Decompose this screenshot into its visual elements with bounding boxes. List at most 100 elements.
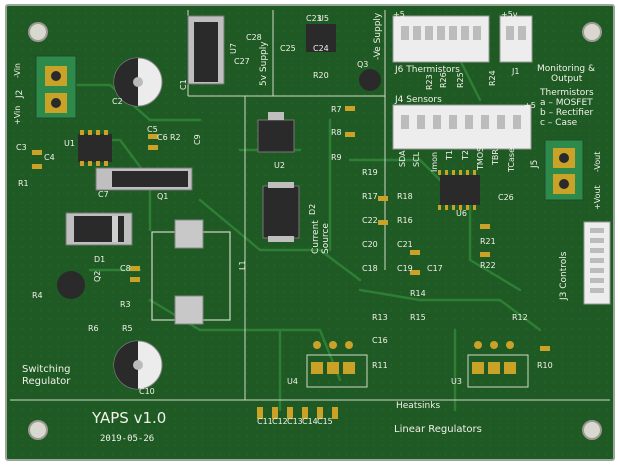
svg-text:SCL: SCL xyxy=(412,151,421,167)
svg-text:R10: R10 xyxy=(537,361,553,370)
svg-text:C16: C16 xyxy=(372,336,388,345)
svg-text:R21: R21 xyxy=(480,237,496,246)
supply-5v-label: 5v Supply xyxy=(259,41,269,86)
board-date: 2019-05-26 xyxy=(100,434,154,444)
j2-neg-label: -Vin xyxy=(13,63,22,78)
svg-text:D2: D2 xyxy=(308,204,317,215)
svg-text:R6: R6 xyxy=(88,324,99,333)
c2-capacitor xyxy=(113,57,163,107)
svg-text:R26: R26 xyxy=(439,72,448,88)
sensors-label: J4 Sensors xyxy=(394,95,442,105)
svg-text:R20: R20 xyxy=(313,71,329,80)
svg-text:R17: R17 xyxy=(362,192,378,201)
svg-text:R12: R12 xyxy=(512,313,528,322)
svg-text:R24: R24 xyxy=(488,70,497,86)
supply-neg-label: -Ve Supply xyxy=(373,12,383,60)
svg-text:C14: C14 xyxy=(302,417,318,426)
svg-text:L1: L1 xyxy=(238,260,247,270)
d2-diode xyxy=(262,182,300,242)
svg-text:C20: C20 xyxy=(362,240,378,249)
svg-text:C23: C23 xyxy=(306,14,322,23)
j5-pos-label: +Vout xyxy=(593,185,602,210)
j1-connector xyxy=(499,15,533,63)
svg-text:C15: C15 xyxy=(317,417,333,426)
u5-ic xyxy=(306,24,336,52)
section-dividers xyxy=(10,10,610,401)
j4-pin-labels: SDA SCL Imon T1 T2 TMOS TBR TCase xyxy=(398,147,516,173)
svg-text:U7: U7 xyxy=(229,43,238,54)
svg-text:R3: R3 xyxy=(120,300,131,309)
svg-text:D1: D1 xyxy=(94,255,105,264)
svg-text:C7: C7 xyxy=(98,190,109,199)
svg-text:R7: R7 xyxy=(331,105,342,114)
q3-transistor xyxy=(359,69,381,91)
u3-pads xyxy=(467,341,529,388)
svg-text:Q3: Q3 xyxy=(357,60,368,69)
svg-text:U3: U3 xyxy=(451,377,462,386)
svg-text:C25: C25 xyxy=(280,44,296,53)
svg-text:C6: C6 xyxy=(157,133,168,142)
smd-pads xyxy=(32,106,550,419)
svg-text:R16: R16 xyxy=(397,216,413,225)
svg-text:T1: T1 xyxy=(445,150,454,161)
j2-pos-label: +Vin xyxy=(13,106,22,125)
svg-text:R13: R13 xyxy=(372,313,388,322)
svg-text:C21: C21 xyxy=(397,240,413,249)
svg-text:C13: C13 xyxy=(287,417,303,426)
svg-text:R2: R2 xyxy=(170,133,181,142)
svg-text:C4: C4 xyxy=(44,153,55,162)
svg-text:U2: U2 xyxy=(274,161,285,170)
j4-side-label: +5 xyxy=(524,101,536,110)
svg-text:C12: C12 xyxy=(272,417,288,426)
svg-text:Q2: Q2 xyxy=(93,271,102,282)
svg-text:SDA: SDA xyxy=(398,150,407,167)
j1-label: J1 xyxy=(511,67,519,76)
current-source-label: CurrentSource xyxy=(311,220,331,254)
svg-text:C17: C17 xyxy=(427,264,443,273)
q2-transistor xyxy=(57,271,85,299)
j5-neg-label: -Vout xyxy=(593,152,602,172)
svg-text:C18: C18 xyxy=(362,264,378,273)
svg-text:C9: C9 xyxy=(193,134,202,145)
svg-text:R15: R15 xyxy=(410,313,426,322)
svg-text:C3: C3 xyxy=(16,143,27,152)
d1-diode xyxy=(65,212,133,246)
q1-transistor xyxy=(95,167,193,191)
controls-label: J3 Controls xyxy=(559,251,569,301)
svg-text:T2: T2 xyxy=(461,150,470,161)
u4-pads xyxy=(306,341,368,388)
svg-text:R14: R14 xyxy=(410,289,426,298)
j4-connector xyxy=(392,104,532,150)
svg-text:R18: R18 xyxy=(397,192,413,201)
svg-text:R25: R25 xyxy=(456,72,465,88)
svg-text:R23: R23 xyxy=(425,74,434,90)
svg-text:C2: C2 xyxy=(112,97,123,106)
j3-connector xyxy=(583,221,611,305)
svg-text:R22: R22 xyxy=(480,261,496,270)
svg-text:R11: R11 xyxy=(372,361,388,370)
svg-text:C1: C1 xyxy=(179,79,188,90)
svg-text:Imon: Imon xyxy=(430,152,439,172)
svg-text:C5: C5 xyxy=(147,125,158,134)
svg-text:R5: R5 xyxy=(122,324,133,333)
svg-text:C11: C11 xyxy=(257,417,273,426)
j2-label: J2 xyxy=(15,90,25,99)
u1-ic xyxy=(78,130,112,166)
svg-text:C10: C10 xyxy=(139,387,155,396)
l1-inductor xyxy=(151,219,231,325)
j5-label: J5 xyxy=(530,160,540,169)
svg-text:R4: R4 xyxy=(32,291,43,300)
svg-text:U1: U1 xyxy=(64,139,75,148)
svg-text:C22: C22 xyxy=(362,216,378,225)
u7-regulator xyxy=(187,15,225,85)
board-title: YAPS v1.0 xyxy=(91,409,166,427)
svg-text:C8: C8 xyxy=(120,264,131,273)
j5-terminal xyxy=(544,139,584,201)
j1-pin-label: +5v xyxy=(501,10,518,19)
svg-text:C28: C28 xyxy=(246,33,262,42)
designator-labels: C1 C2 C3 C4 C5 C6 C7 C8 C9 C10 C11 C12 C… xyxy=(16,14,553,426)
svg-text:U4: U4 xyxy=(287,377,298,386)
svg-text:C27: C27 xyxy=(234,57,250,66)
